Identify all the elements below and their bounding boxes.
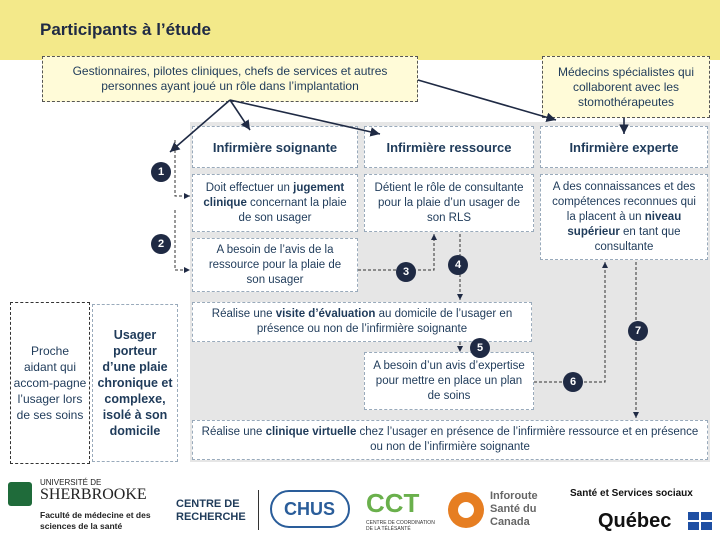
resource-role-cell: Détient le rôle de consultante pour la p… <box>364 174 534 232</box>
centre-recherche-text: CENTRE DE RECHERCHE <box>176 498 246 523</box>
chus-logo-icon <box>270 490 350 528</box>
virtual-text-b: clinique virtuelle <box>265 426 357 438</box>
chus-text: CHUS <box>284 499 336 519</box>
visit-text-c: au domicile de l’usager en présence ou n… <box>256 308 513 335</box>
arrow-managers-expert <box>417 79 557 122</box>
column-resource: Infirmière ressource <box>364 126 534 168</box>
caregiver-text: Proche aidant qui accom-pagne l’usager l… <box>13 344 87 422</box>
footer-divider <box>258 490 259 530</box>
column-nurse-label: Infirmière soignante <box>212 139 338 155</box>
quebec-flag-icon <box>688 512 712 530</box>
virtual-text-a: Réalise une <box>201 426 266 438</box>
nurse-judgment-text-c: concernant la plaie de son usager <box>238 196 347 224</box>
visit-text-a: Réalise une <box>211 308 276 320</box>
virtual-text-c: chez l’usager en présence de l’infirmièr… <box>356 426 699 453</box>
step-badge-7: 7 <box>628 321 648 341</box>
resource-role-text: Détient le rôle de consultante pour la p… <box>374 181 524 224</box>
resource-needs-cell: A besoin d’un avis d’expertise pour mett… <box>364 352 534 410</box>
specialists-label: Médecins spécialistes qui collaborent av… <box>557 64 695 109</box>
udes-faculty-text: Faculté de médecine et des sciences de l… <box>40 510 151 531</box>
step-badge-1: 1 <box>151 162 171 182</box>
resource-needs-text: A besoin d’un avis d’expertise pour mett… <box>373 359 525 402</box>
step-badge-3: 3 <box>396 262 416 282</box>
specialists-box: Médecins spécialistes qui collaborent av… <box>542 56 710 118</box>
step-badge-4: 4 <box>448 255 468 275</box>
udes-crest-icon <box>8 482 32 506</box>
udes-name-text: SHERBROOKE <box>40 486 147 503</box>
nurse-needs-cell: A besoin de l’avis de la ressource pour … <box>192 238 358 292</box>
expert-knowledge-text-a: A des connaissances et des compétences r… <box>552 180 696 223</box>
patient-box: Usager porteur d’une plaie chronique et … <box>92 304 178 462</box>
quebec-text: Québec <box>598 510 672 532</box>
column-nurse: Infirmière soignante <box>192 126 358 168</box>
virtual-clinic-cell: Réalise une clinique virtuelle chez l’us… <box>192 420 708 460</box>
visit-text-b: visite d’évaluation <box>275 308 376 320</box>
column-expert-label: Infirmière experte <box>569 139 679 155</box>
visit-cell: Réalise une visite d’évaluation au domic… <box>192 302 532 342</box>
arrow-step2 <box>174 210 190 273</box>
managers-label: Gestionnaires, pilotes cliniques, chefs … <box>72 64 388 93</box>
managers-box: Gestionnaires, pilotes cliniques, chefs … <box>42 56 418 102</box>
footer-logos: UNIVERSITÉ DE SHERBROOKE Faculté de méde… <box>0 470 720 540</box>
caregiver-box: Proche aidant qui accom-pagne l’usager l… <box>10 302 90 464</box>
msss-text: Santé et Services sociaux <box>570 488 693 499</box>
nurse-judgment-cell: Doit effectuer un jugement clinique conc… <box>192 174 358 232</box>
column-resource-label: Infirmière ressource <box>386 139 512 155</box>
patient-text: Usager porteur d’une plaie chronique et … <box>97 328 173 438</box>
inforoute-text: Inforoute Santé du Canada <box>490 490 538 528</box>
cct-text: CCT <box>366 488 420 518</box>
diagram-grid <box>190 122 710 462</box>
nurse-judgment-text-b: jugement clinique <box>203 181 345 209</box>
step-badge-5: 5 <box>470 338 490 358</box>
step-badge-2: 2 <box>151 234 171 254</box>
udes-top-text: UNIVERSITÉ DE <box>40 478 102 487</box>
expert-knowledge-text-b: niveau supérieur <box>567 210 682 238</box>
arrow-step1 <box>174 140 190 199</box>
header-band <box>0 0 720 60</box>
nurse-judgment-text-a: Doit effectuer un <box>205 181 294 194</box>
expert-knowledge-text-c: en tant que consultante <box>594 225 681 253</box>
cct-sub-text: CENTRE DE COORDINATION DE LA TÉLÉSANTÉ <box>366 520 435 532</box>
inforoute-logo-inner <box>458 502 474 518</box>
expert-knowledge-cell: A des connaissances et des compétences r… <box>540 174 708 260</box>
step-badge-6: 6 <box>563 372 583 392</box>
page-title: Participants à l’étude <box>40 20 211 39</box>
column-expert: Infirmière experte <box>540 126 708 168</box>
nurse-needs-text: A besoin de l’avis de la ressource pour … <box>208 243 342 286</box>
